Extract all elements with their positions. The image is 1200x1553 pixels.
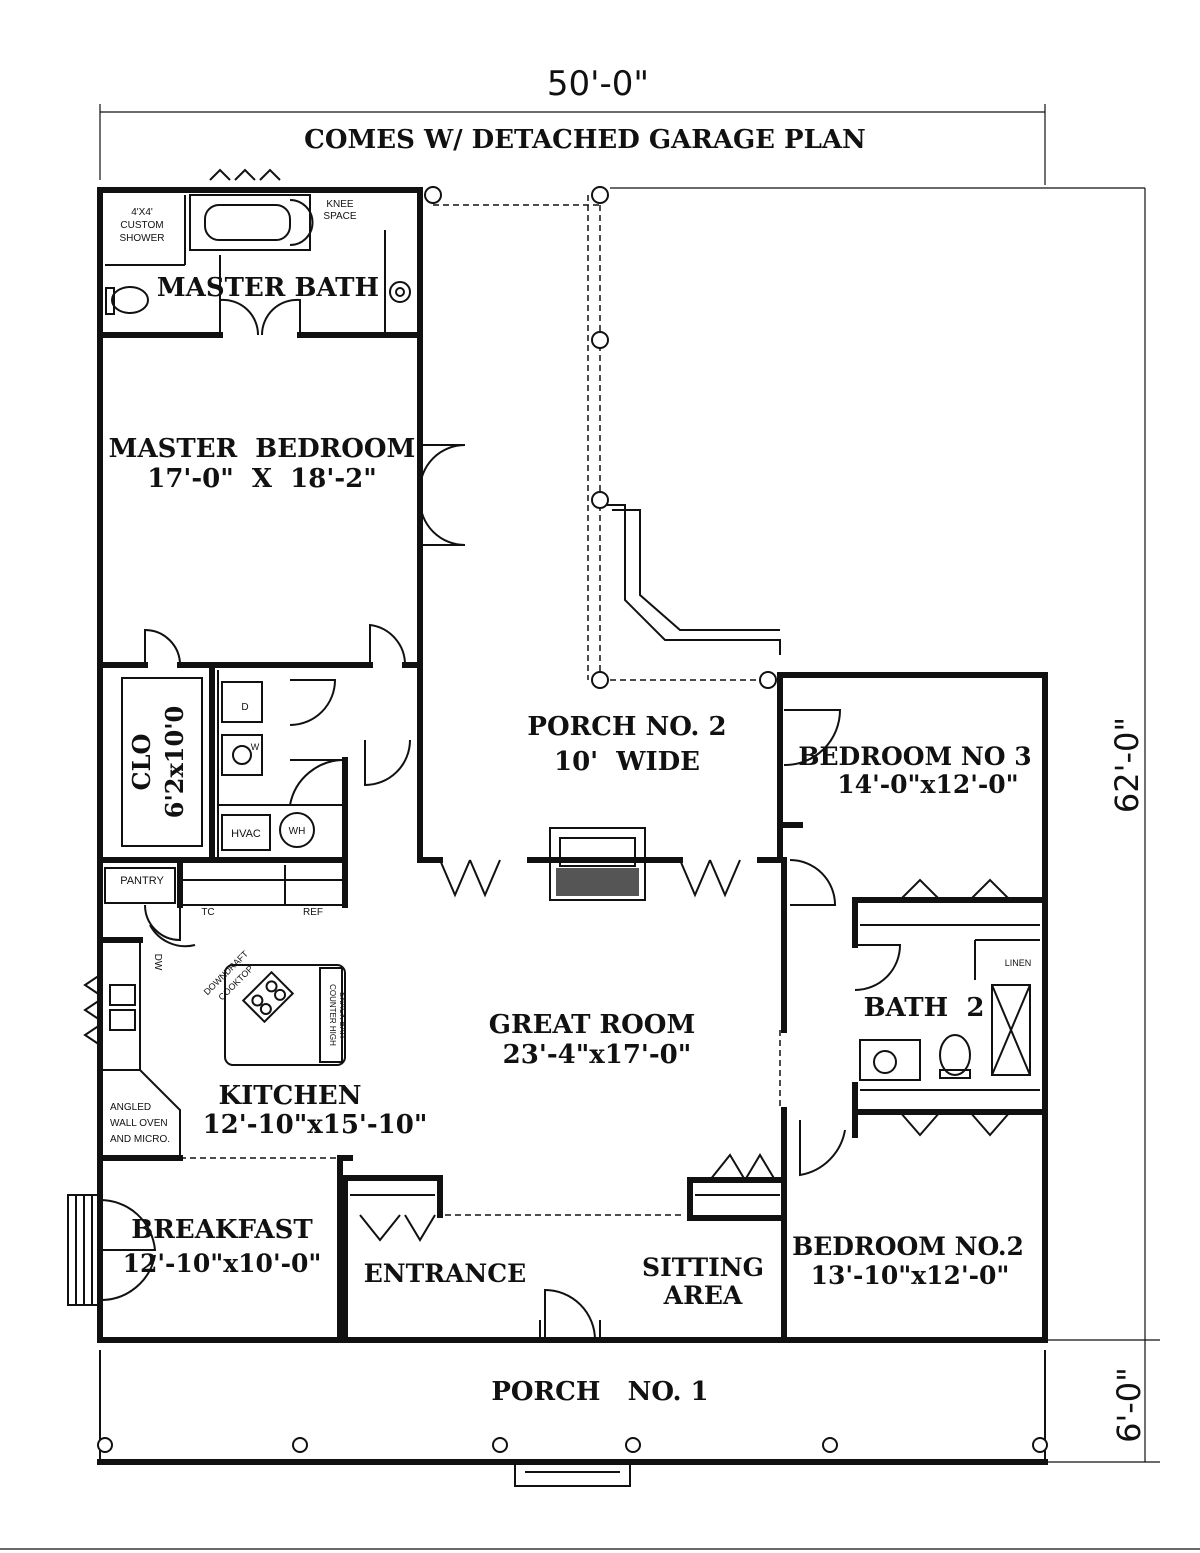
toilet [111, 286, 149, 314]
wh-label: WH [289, 826, 306, 837]
kitchen-name: KITCHEN [219, 1081, 362, 1111]
bath2-vanity [859, 1039, 921, 1081]
porch-post [492, 1437, 508, 1453]
porch-2-structure [424, 186, 781, 689]
porch-2-size: 10' WIDE [554, 747, 700, 777]
washer [221, 734, 263, 776]
master-bedroom-name: MASTER BEDROOM [109, 434, 416, 464]
porch-post [591, 331, 609, 349]
hearth [556, 868, 639, 896]
doors [67, 298, 1011, 1341]
sitting-area-line-1: SITTING [642, 1253, 764, 1282]
washer-label: W [251, 742, 260, 752]
oven-label-2: WALL OVEN [110, 1118, 168, 1129]
porch-post [591, 491, 609, 509]
closet-name: CLO [127, 734, 156, 791]
knee-space-label-2: SPACE [323, 211, 356, 222]
garage-note: COMES W/ DETACHED GARAGE PLAN [304, 125, 866, 155]
oven-label-1: ANGLED [110, 1102, 151, 1113]
hvac-label: HVAC [231, 828, 261, 840]
fixtures [83, 168, 971, 1081]
sink [389, 281, 411, 303]
dryer [221, 681, 263, 723]
porch-post [424, 186, 442, 204]
closet-size: 6'2x10'0 [160, 706, 189, 819]
snack-bar-label-2: SNACK BAR [338, 992, 347, 1038]
dryer-label: D [241, 702, 248, 713]
great-room-name: GREAT ROOM [489, 1010, 695, 1040]
bath2-toilet [939, 1034, 971, 1076]
walls [97, 187, 1048, 1343]
knee-space-label-1: KNEE [326, 199, 354, 210]
porch-post [591, 186, 609, 204]
linen-label: LINEN [1005, 958, 1032, 968]
kitchen-size: 12'-10"x15'-10" [203, 1110, 428, 1140]
hvac-unit [221, 814, 271, 851]
porch-post [625, 1437, 641, 1453]
bath-2-label: BATH 2 [864, 993, 985, 1023]
dimension-lines: 50'-0" COMES W/ DETACHED GARAGE PLAN 62'… [0, 64, 1200, 1550]
kitchen-island [224, 964, 346, 1066]
bedroom-3-name: BEDROOM NO 3 [798, 742, 1031, 771]
kitchen-sink [109, 984, 136, 1006]
dw-label: DW [152, 954, 163, 971]
bedroom-3-size: 14'-0"x12'-0" [837, 770, 1018, 799]
porch-depth-dimension: 6'-0" [1110, 1367, 1148, 1443]
shower-label-2: CUSTOM [120, 220, 163, 231]
breakfast-name: BREAKFAST [131, 1215, 313, 1245]
entrance-label: ENTRANCE [364, 1259, 527, 1288]
room-labels: MASTER BATH MASTER BEDROOM 17'-0" X 18'-… [109, 273, 1032, 1407]
bathtub [189, 194, 311, 251]
great-room-size: 23'-4"x17'-0" [503, 1040, 692, 1070]
porch-post [591, 671, 609, 689]
porch-post [1032, 1437, 1048, 1453]
bedroom-2-name: BEDROOM NO.2 [792, 1232, 1024, 1261]
breakfast-size: 12'-10"x10'-0" [123, 1249, 322, 1278]
shower-label-3: SHOWER [120, 233, 165, 244]
oven-label-3: AND MICRO. [110, 1134, 170, 1145]
tc-label: TC [201, 907, 214, 918]
porch-2-name: PORCH NO. 2 [527, 712, 726, 742]
shower-label-1: 4'X4' [131, 207, 153, 218]
porch-post [97, 1437, 113, 1453]
porch-post [292, 1437, 308, 1453]
porch-1-label: PORCH NO. 1 [491, 1377, 708, 1407]
ref-label: REF [303, 907, 323, 918]
porch-1-structure [97, 1350, 1048, 1487]
water-heater [279, 812, 315, 848]
fireplace [549, 827, 646, 901]
snack-bar-label-1: COUNTER HIGH [328, 984, 337, 1046]
master-bath-label: MASTER BATH [157, 273, 379, 303]
master-bedroom-size: 17'-0" X 18'-2" [147, 464, 377, 494]
pantry-label: PANTRY [120, 875, 164, 887]
bedroom-2-size: 13'-10"x12'-0" [811, 1261, 1010, 1290]
sitting-area-line-2: AREA [663, 1281, 743, 1310]
porch-post [759, 671, 777, 689]
depth-dimension: 62'-0" [1108, 717, 1146, 813]
fixture-labels: 4'X4' CUSTOM SHOWER KNEE SPACE D W HVAC … [110, 199, 1031, 1145]
porch-post [822, 1437, 838, 1453]
width-dimension: 50'-0" [547, 64, 649, 104]
